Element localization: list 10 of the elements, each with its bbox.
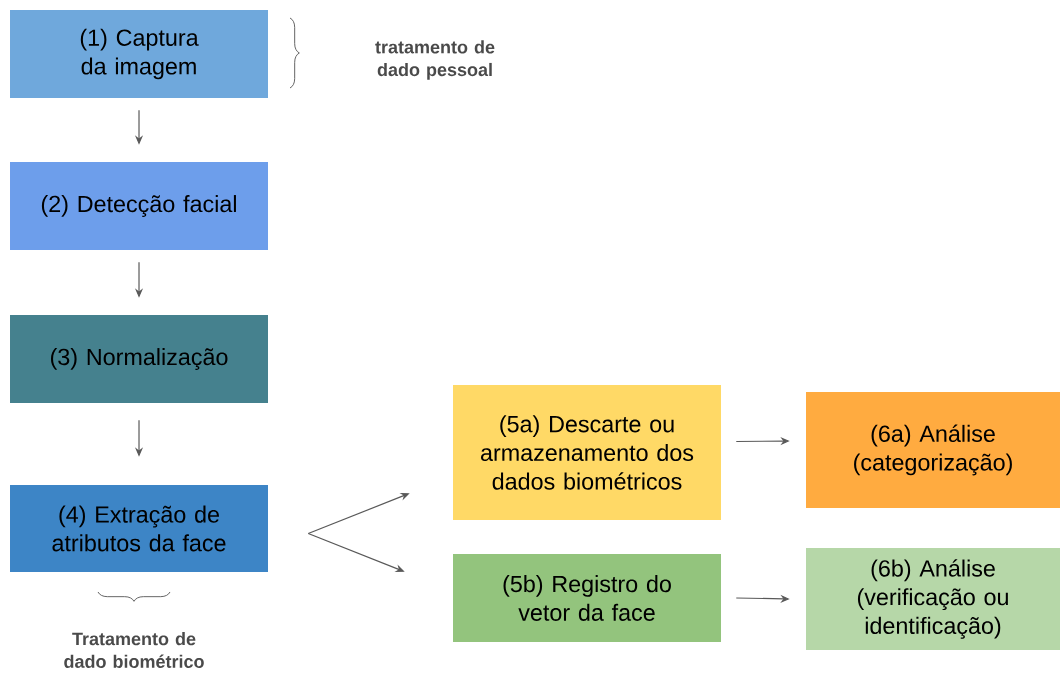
process-box: (6a) Análise (categorização) <box>806 392 1060 508</box>
process-box: (2) Detecção facial <box>10 162 268 250</box>
process-box: (4) Extração de atributos da face <box>10 485 268 572</box>
process-box: (6b) Análise (verificação ou identificação) <box>806 548 1060 650</box>
process-box: (1) Captura da imagem <box>10 10 268 98</box>
process-box: (5b) Registro do vetor da face <box>453 554 721 642</box>
brace-note: Tratamento de dado biométrico <box>64 632 204 668</box>
process-box: (3) Normalização <box>10 315 268 403</box>
brace-note: tratamento de dado pessoal <box>375 40 495 80</box>
process-box: (5a) Descarte ou armazenamento dos dados biométricos <box>453 385 721 520</box>
